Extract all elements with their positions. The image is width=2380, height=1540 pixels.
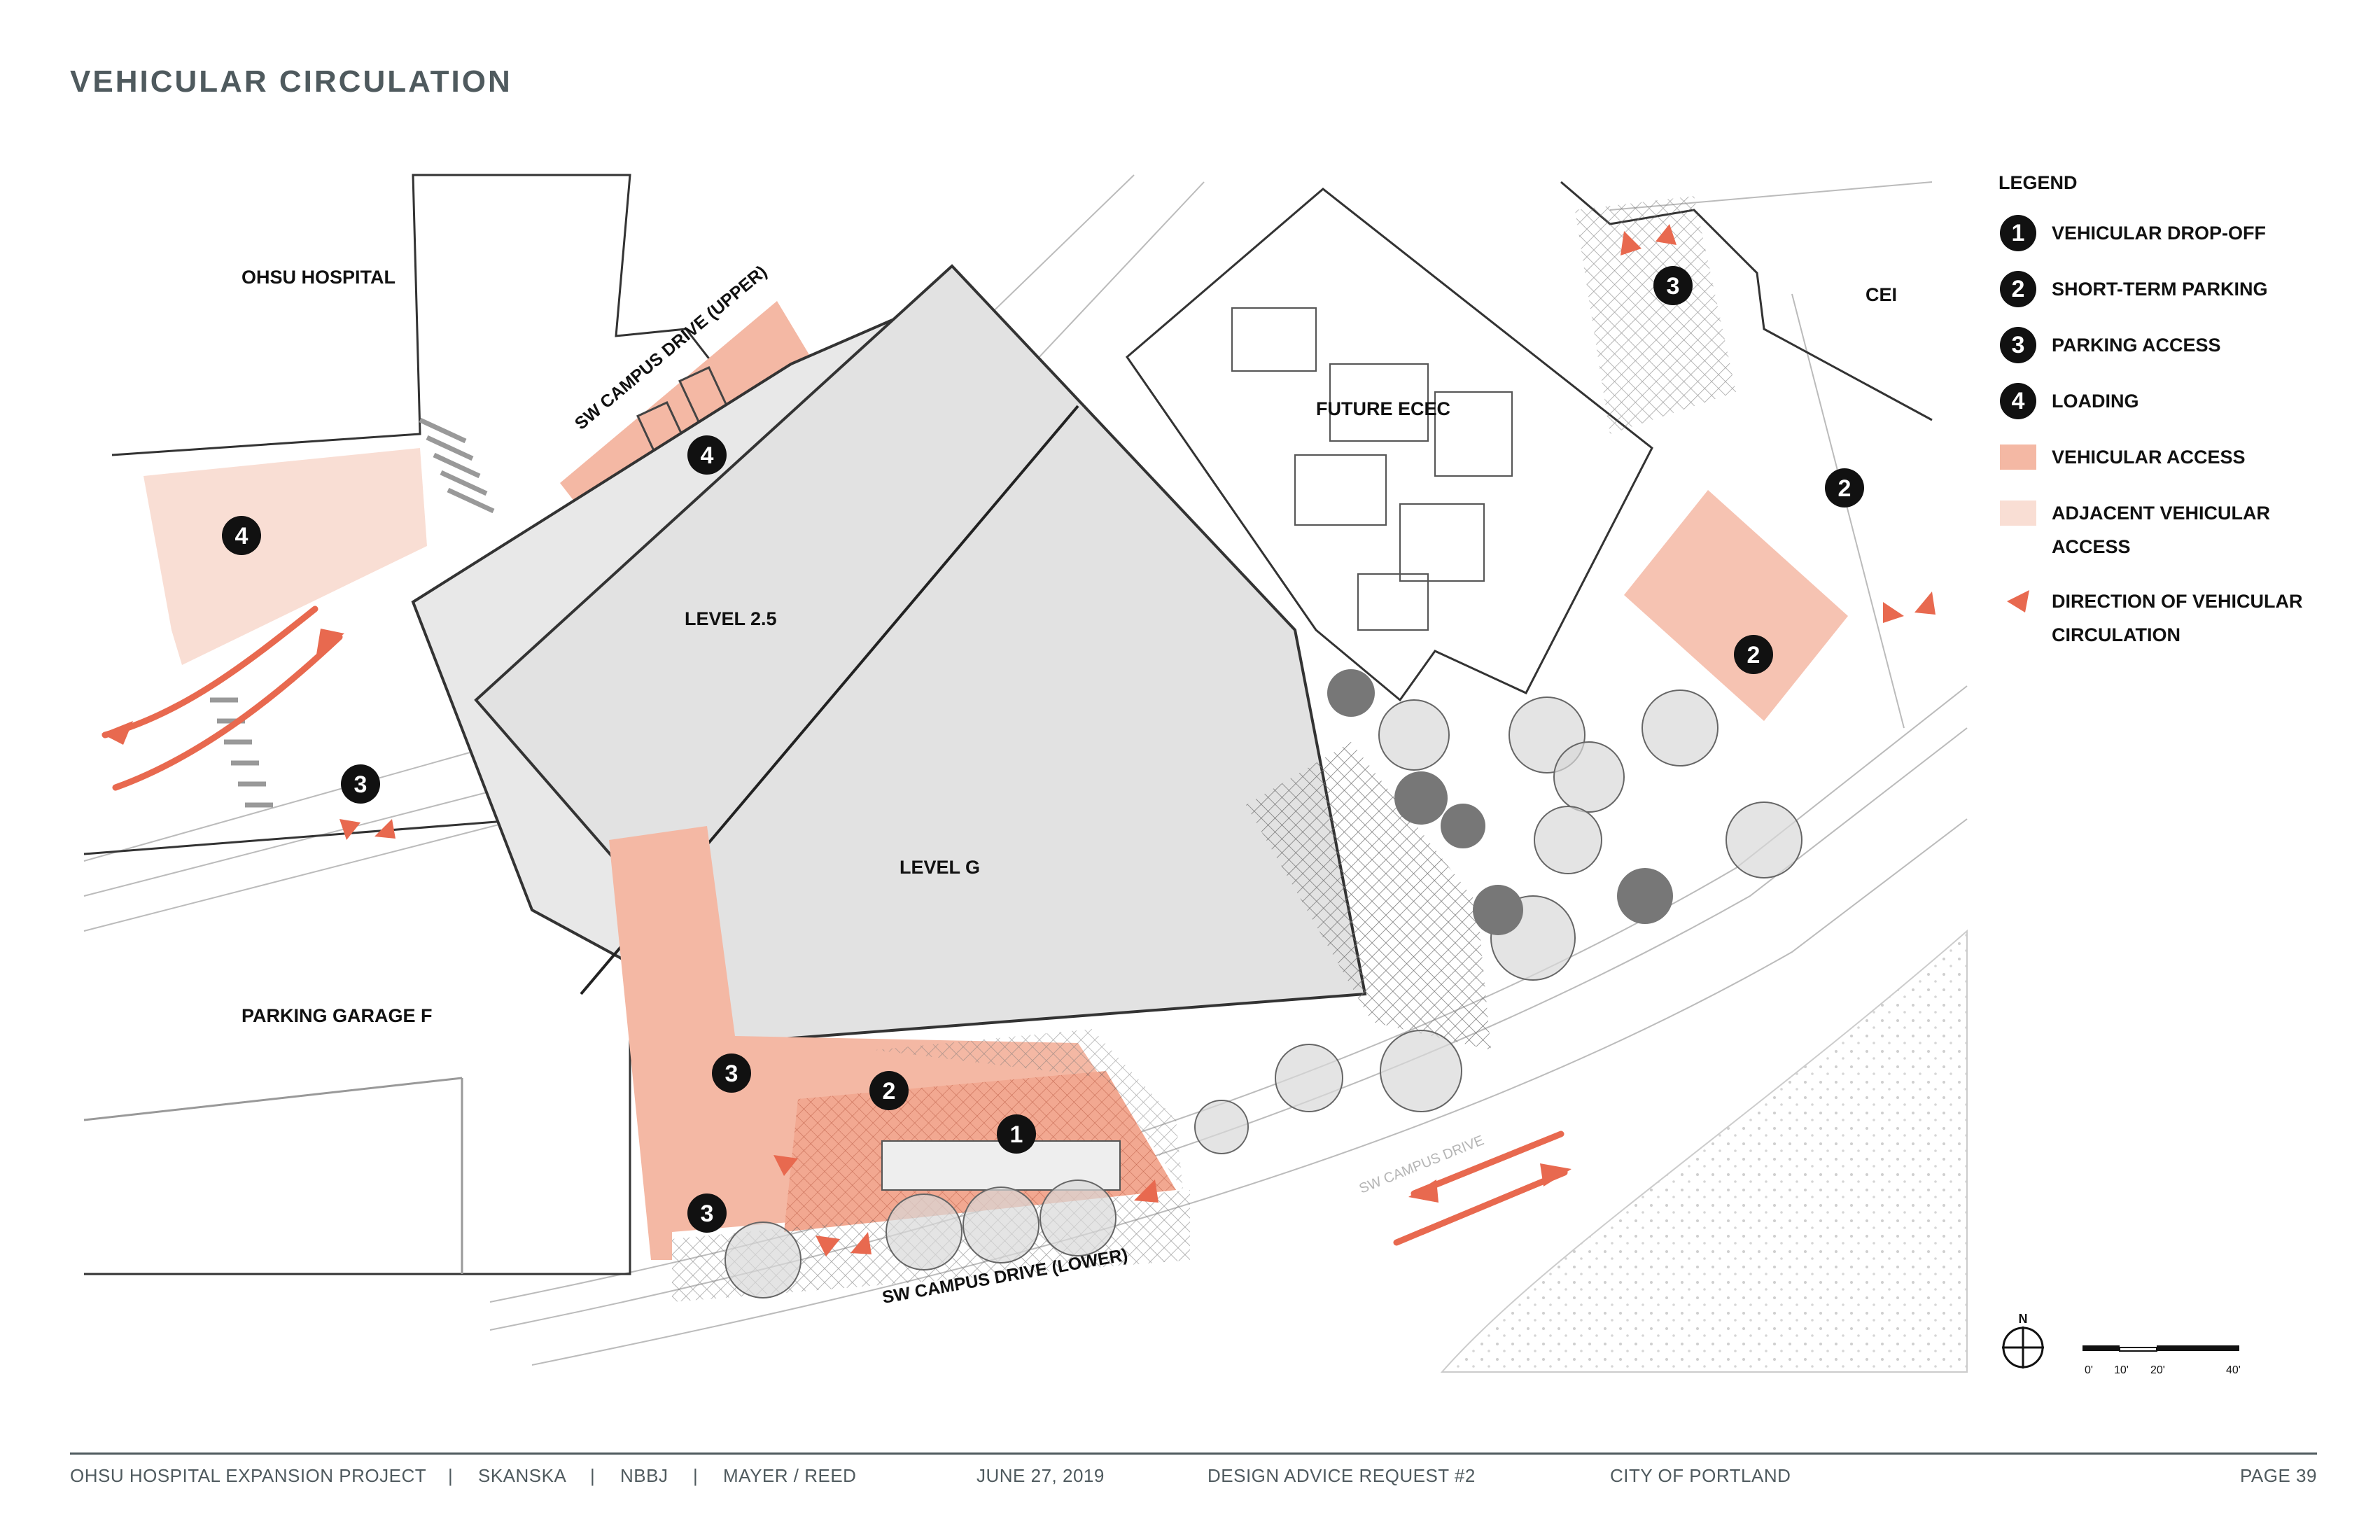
legend-title: LEGEND: [1998, 172, 2078, 193]
svg-text:4: 4: [701, 442, 714, 469]
marker-3-cei: 3: [1653, 266, 1693, 305]
north-arrow: N: [2002, 1312, 2044, 1368]
legend-item-direction: DIRECTION OF VEHICULAR CIRCULATION: [1998, 583, 2334, 652]
svg-text:2: 2: [1747, 642, 1760, 668]
svg-text:4: 4: [235, 523, 248, 550]
legend-item-loading: 4 LOADING: [1998, 383, 2334, 419]
marker-3-lower-south: 3: [687, 1194, 727, 1233]
svg-text:10': 10': [2114, 1364, 2129, 1376]
marker-2-cei-lower: 2: [1734, 635, 1773, 674]
footer-skanska: SKANSKA: [478, 1465, 567, 1486]
legend-swatch-vehicular-access: [2000, 444, 2036, 470]
legend-marker-3: 3: [2000, 327, 2036, 363]
footer-separator: |: [693, 1465, 699, 1486]
legend-item-adjacent-vehicular-access: ADJACENT VEHICULAR ACCESS: [1998, 495, 2334, 564]
adjacent-vehicular-access-area: [144, 448, 427, 665]
ohsu-hospital-outline: [111, 174, 736, 456]
legend-swatch-adjacent-access: [2000, 500, 2036, 526]
footer-separator: |: [590, 1465, 596, 1486]
footer-date: JUNE 27, 2019: [976, 1465, 1105, 1486]
direction-arrow-icon: [2007, 590, 2029, 612]
landscape-area: [1440, 929, 1968, 1373]
legend-item-short-term-parking: 2 SHORT-TERM PARKING: [1998, 271, 2334, 307]
marker-2-cei-upper: 2: [1825, 468, 1864, 507]
marker-4-adjacent: 4: [222, 516, 261, 555]
svg-text:3: 3: [725, 1060, 738, 1087]
marker-3-garage-west: 3: [341, 764, 380, 804]
plaza-hatch: [1246, 742, 1491, 1050]
legend-marker-4: 4: [2000, 383, 2036, 419]
future-ecec-outline: [1125, 188, 1653, 702]
svg-text:3: 3: [701, 1200, 714, 1227]
legend-item-vehicular-access: VEHICULAR ACCESS: [1998, 439, 2334, 475]
svg-text:2: 2: [883, 1078, 896, 1105]
circulation-arrows: [102, 606, 1568, 1246]
dark-trees: [1327, 669, 1673, 935]
direction-triangles: [340, 224, 1935, 1256]
marker-1-drop-off: 1: [997, 1114, 1036, 1154]
marker-2-lower: 2: [869, 1071, 909, 1110]
footer-project: OHSU HOSPITAL EXPANSION PROJECT: [70, 1465, 427, 1486]
footer-separator: |: [448, 1465, 454, 1486]
footer-mayer-reed: MAYER / REED: [723, 1465, 857, 1486]
marker-3-lower-north: 3: [712, 1054, 751, 1093]
label-future-ecec: FUTURE ECEC: [1316, 398, 1450, 419]
scale-bar: 0' 10' 20' 40': [2082, 1345, 2241, 1376]
drop-off-canopy-hatch: [875, 1029, 1183, 1190]
trees: [724, 690, 1802, 1298]
marker-4-loading: 4: [687, 435, 727, 475]
footer-city: CITY OF PORTLAND: [1610, 1465, 1791, 1486]
label-parking-garage-f: PARKING GARAGE F: [241, 1005, 433, 1026]
label-level-2-5: LEVEL 2.5: [685, 608, 777, 629]
garage-inner-line: [83, 1077, 463, 1121]
svg-text:2: 2: [1838, 475, 1851, 502]
label-level-g: LEVEL G: [899, 857, 980, 878]
label-cei: CEI: [1865, 284, 1897, 305]
footer-nbbj: NBBJ: [620, 1465, 668, 1486]
walkway-hatch: [1575, 196, 1736, 434]
svg-text:20': 20': [2150, 1364, 2165, 1376]
svg-text:40': 40': [2226, 1364, 2241, 1376]
footer-request: DESIGN ADVICE REQUEST #2: [1208, 1465, 1476, 1486]
cei-short-term-parking-area: [1624, 490, 1848, 721]
svg-text:N: N: [2019, 1312, 2028, 1326]
footer-page: PAGE 39: [2240, 1465, 2317, 1486]
legend-item-parking-access: 3 PARKING ACCESS: [1998, 327, 2334, 363]
ecec-rooms: [1231, 307, 1513, 631]
legend-marker-2: 2: [2000, 271, 2036, 307]
svg-text:3: 3: [354, 771, 368, 798]
svg-text:1: 1: [1010, 1121, 1023, 1148]
circulation-arrowheads: [102, 629, 1572, 1203]
legend-item-drop-off: 1 VEHICULAR DROP-OFF: [1998, 215, 2334, 251]
crosswalk: [210, 417, 495, 808]
label-ohsu-hospital: OHSU HOSPITAL: [241, 267, 396, 288]
footer-rule: [70, 1452, 2317, 1455]
svg-text:3: 3: [1667, 273, 1680, 300]
svg-text:0': 0': [2085, 1364, 2093, 1376]
legend: LEGEND 1 VEHICULAR DROP-OFF 2 SHORT-TERM…: [1998, 172, 2334, 671]
page-title: VEHICULAR CIRCULATION: [70, 64, 512, 99]
legend-marker-1: 1: [2000, 215, 2036, 251]
